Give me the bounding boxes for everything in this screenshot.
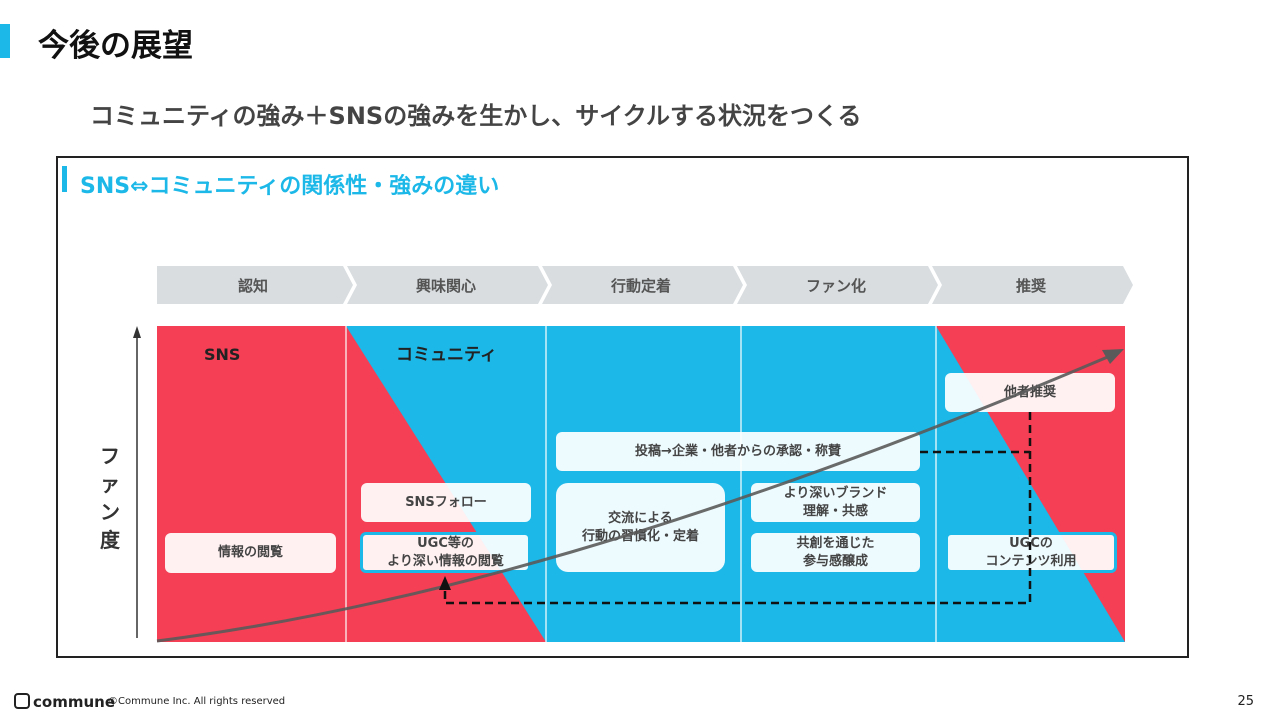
page-number: 25 (1237, 694, 1254, 709)
stage-awareness: 認知 (237, 276, 268, 295)
chevron-4 (737, 266, 938, 304)
stage-chevrons (157, 266, 1133, 304)
page-subtitle: コミュニティの強み＋SNSの強みを生かし、サイクルする状況をつくる (90, 102, 862, 130)
sns-area-col1 (157, 326, 346, 642)
community-label: コミュニティ (396, 345, 497, 365)
commune-logo-icon (14, 693, 30, 709)
chevron-1 (157, 266, 353, 304)
stage-recommend: 推奨 (1015, 276, 1046, 295)
chevron-3 (542, 266, 743, 304)
chevron-2 (347, 266, 548, 304)
figure-frame (56, 156, 1189, 658)
y-axis-arrow (133, 326, 141, 638)
figure-title: SNS⇔コミュニティの関係性・強みの違い (80, 174, 500, 199)
commune-logo: commune (14, 693, 115, 711)
box-exchange: 交流による 行動の習慣化・定着 (556, 483, 725, 572)
copyright: ©Commune Inc. All rights reserved (108, 696, 286, 707)
box-co-creation: 共創を通じた 参与感醸成 (751, 533, 920, 572)
chevron-5 (932, 266, 1133, 304)
box-recommend: 他者推奨 (945, 373, 1115, 412)
stage-habit: 行動定着 (610, 276, 671, 295)
stage-fan: ファン化 (805, 276, 866, 295)
box-sns-follow: SNSフォロー (361, 483, 531, 522)
box-brand-understanding: より深いブランド 理解・共感 (751, 483, 920, 522)
figure-title-bar (62, 166, 67, 192)
page-title: 今後の展望 (38, 28, 193, 64)
box-post-approval: 投稿→企業・他者からの承認・称賛 (556, 432, 920, 471)
stage-interest: 興味関心 (415, 276, 476, 295)
box-ugc-content: UGCの コンテンツ利用 (945, 532, 1117, 573)
sns-label: SNS (204, 345, 240, 364)
title-accent-bar (0, 24, 10, 58)
box-info-view: 情報の閲覧 (165, 533, 336, 573)
y-axis-label: ファ ン 度 (100, 444, 120, 552)
logo-text: commune (33, 693, 115, 711)
box-ugc-deeper: UGC等の より深い情報の閲覧 (360, 532, 531, 573)
